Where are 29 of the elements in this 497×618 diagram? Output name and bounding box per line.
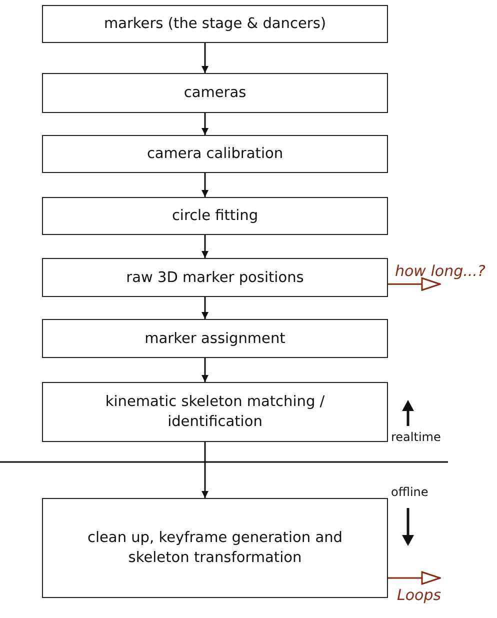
arrow [202,297,208,319]
box-text: marker assignment [144,330,286,348]
box-text: circle fitting [172,207,258,226]
arrow [202,358,208,382]
process-box [42,197,388,235]
process-box [42,319,388,358]
process-box [42,5,388,43]
box-text: cameras [184,84,246,103]
direction-label: offline [391,485,428,499]
process-box [42,382,388,442]
box-text: camera calibration [146,145,284,164]
arrow [202,43,208,73]
arrow [202,235,208,258]
box-text: clean up, keyframe generation and skeleton transformation [86,529,344,568]
arrow [388,277,441,291]
box-text: markers (the stage & dancers) [104,15,326,34]
process-box [42,258,388,297]
box-text: kinematic skeleton matching / identification [104,393,326,432]
edge-label: how long...? [395,262,486,280]
arrow [202,442,208,498]
box-text: raw 3D marker positions [126,268,304,288]
edge-label: Loops [397,586,442,604]
arrow [388,571,441,585]
process-box [42,135,388,173]
process-box [42,498,388,598]
arrow [202,173,208,197]
process-box [42,73,388,113]
direction-label: realtime [391,430,441,444]
arrow [202,113,208,135]
